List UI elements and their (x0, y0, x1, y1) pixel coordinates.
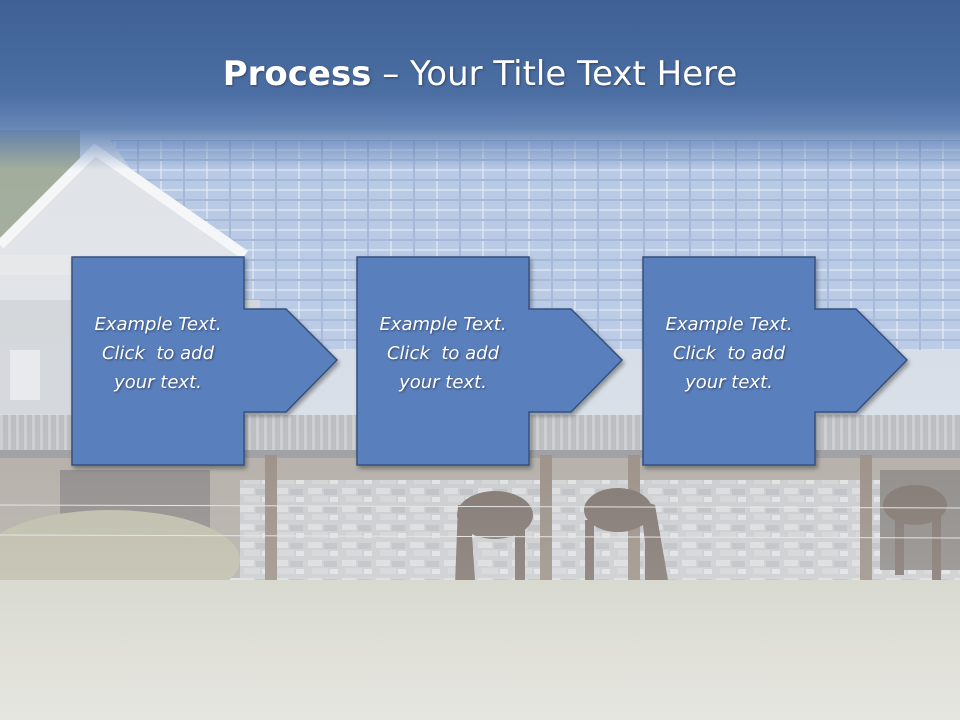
process-step-1-arrow[interactable] (71, 256, 339, 466)
step-3-line-1: Example Text. (665, 314, 793, 335)
process-step-3-arrow[interactable] (642, 256, 909, 466)
title-band (0, 0, 960, 170)
title-bold: Process (222, 54, 372, 94)
title-rest: – Your Title Text Here (371, 54, 738, 94)
step-3-line-3: your text. (685, 372, 773, 393)
step-1-line-3: your text. (114, 372, 202, 393)
step-2-line-3: your text. (399, 372, 487, 393)
step-2-line-1: Example Text. (379, 314, 507, 335)
process-step-2-text[interactable]: Example Text. Click to add your text. (357, 310, 529, 397)
step-1-line-1: Example Text. (94, 314, 222, 335)
process-step-3-text[interactable]: Example Text. Click to add your text. (643, 310, 815, 397)
slide-title[interactable]: Process – Your Title Text Here (0, 52, 960, 96)
step-2-line-2: Click to add (386, 343, 499, 364)
process-step-2-arrow[interactable] (356, 256, 624, 466)
step-3-line-2: Click to add (672, 343, 785, 364)
process-step-1-text[interactable]: Example Text. Click to add your text. (72, 310, 244, 397)
step-1-line-2: Click to add (101, 343, 214, 364)
